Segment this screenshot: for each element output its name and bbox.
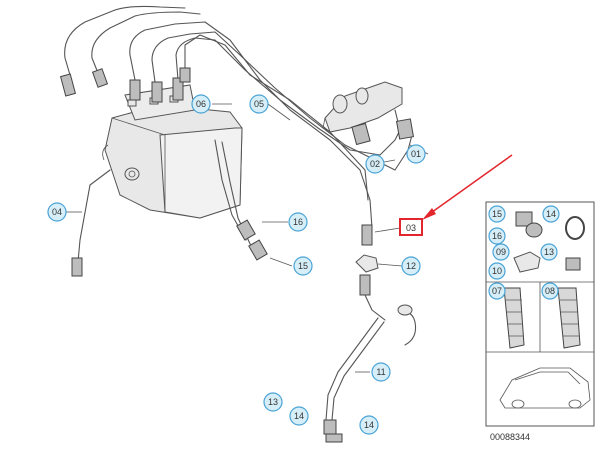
inset-callout-07-label: 07 <box>492 286 502 296</box>
inset-callout-13-label: 13 <box>544 247 554 257</box>
callout-05-label: 05 <box>254 99 264 109</box>
callout-15[interactable]: 15 <box>293 256 313 276</box>
callout-02[interactable]: 02 <box>365 154 385 174</box>
callout-06-label: 06 <box>196 99 206 109</box>
callout-02-label: 02 <box>370 159 380 169</box>
inset-callout-10-label: 10 <box>492 266 502 276</box>
inset-callout-15-label: 15 <box>492 209 502 219</box>
callout-14-right[interactable]: 14 <box>359 415 379 435</box>
callout-13[interactable]: 13 <box>263 392 283 412</box>
inset-callout-09-label: 09 <box>496 247 506 257</box>
callout-04-label: 04 <box>52 207 62 217</box>
inset-callout-16-label: 16 <box>492 231 502 241</box>
callout-14-left-label: 14 <box>294 411 304 421</box>
callout-06[interactable]: 06 <box>191 94 211 114</box>
callout-11[interactable]: 11 <box>371 362 391 382</box>
inset-callout-14-label: 14 <box>546 209 556 219</box>
callout-12[interactable]: 12 <box>401 256 421 276</box>
brake-hose-assembly <box>323 254 417 443</box>
callout-01[interactable]: 01 <box>406 144 426 164</box>
line-fittings <box>59 67 373 277</box>
inset-callout-08[interactable]: 08 <box>541 282 559 300</box>
callout-13-label: 13 <box>268 397 278 407</box>
callout-04[interactable]: 04 <box>47 202 67 222</box>
callout-05[interactable]: 05 <box>249 94 269 114</box>
callout-16[interactable]: 16 <box>288 212 308 232</box>
highlight-arrow <box>422 154 513 220</box>
callout-14-left[interactable]: 14 <box>289 406 309 426</box>
callout-12-label: 12 <box>406 261 416 271</box>
inset-callout-16[interactable]: 16 <box>488 227 506 245</box>
inset-callout-15[interactable]: 15 <box>488 205 506 223</box>
callout-03-label: 03 <box>406 223 416 233</box>
callout-01-label: 01 <box>411 149 421 159</box>
callout-03[interactable]: 03 <box>399 218 423 236</box>
inset-callout-08-label: 08 <box>545 286 555 296</box>
callout-15-label: 15 <box>298 261 308 271</box>
document-id: 00088344 <box>490 432 530 442</box>
inset-callout-13[interactable]: 13 <box>540 243 558 261</box>
master-cylinder <box>322 81 415 146</box>
callout-16-label: 16 <box>293 217 303 227</box>
callout-14-right-label: 14 <box>364 420 374 430</box>
inset-callout-14[interactable]: 14 <box>542 205 560 223</box>
inset-callout-10[interactable]: 10 <box>488 262 506 280</box>
inset-callout-09[interactable]: 09 <box>492 243 510 261</box>
inset-callout-07[interactable]: 07 <box>488 282 506 300</box>
callout-11-label: 11 <box>376 367 385 377</box>
abs-hydraulic-unit <box>102 84 243 219</box>
